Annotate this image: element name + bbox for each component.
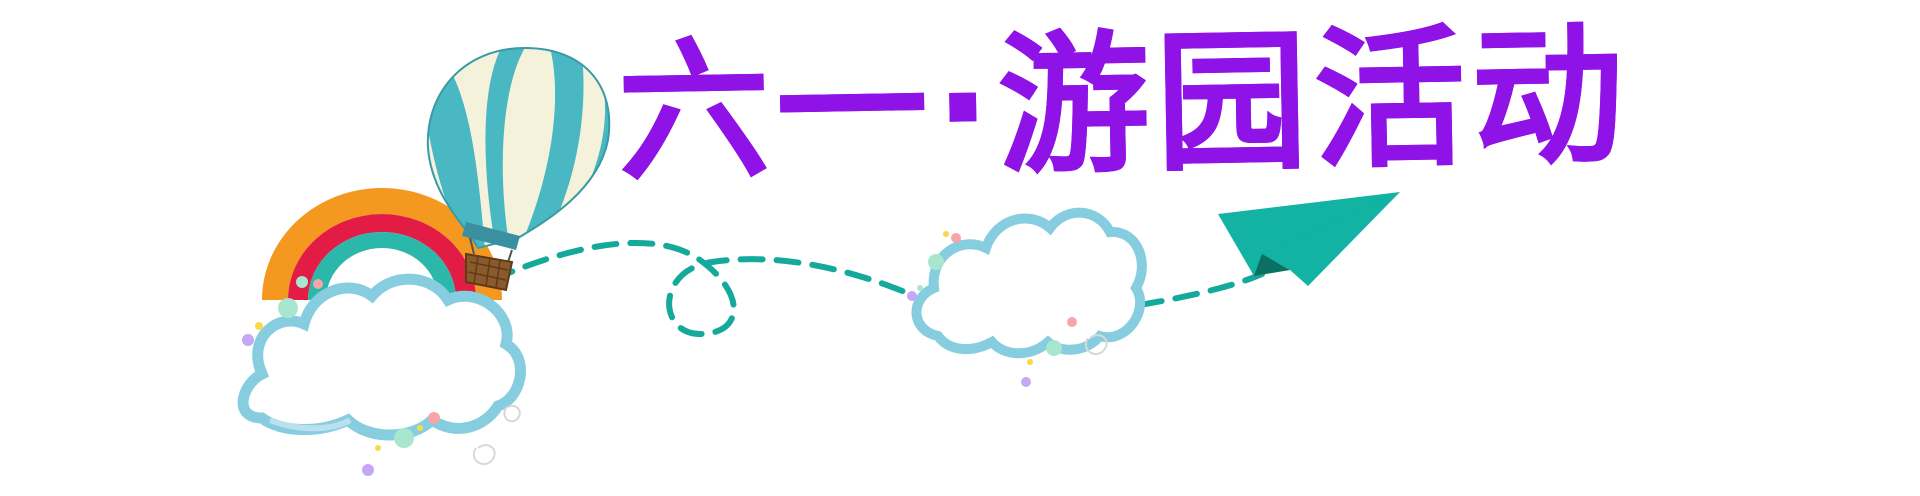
cloud-icon: [237, 273, 526, 476]
dashed-path: [489, 240, 1265, 338]
page-title: 六一·游园活动: [616, 7, 1632, 202]
cloud-icon: [907, 207, 1147, 387]
paper-plane-icon: [1218, 192, 1400, 286]
rainbow-icon: [262, 188, 502, 300]
